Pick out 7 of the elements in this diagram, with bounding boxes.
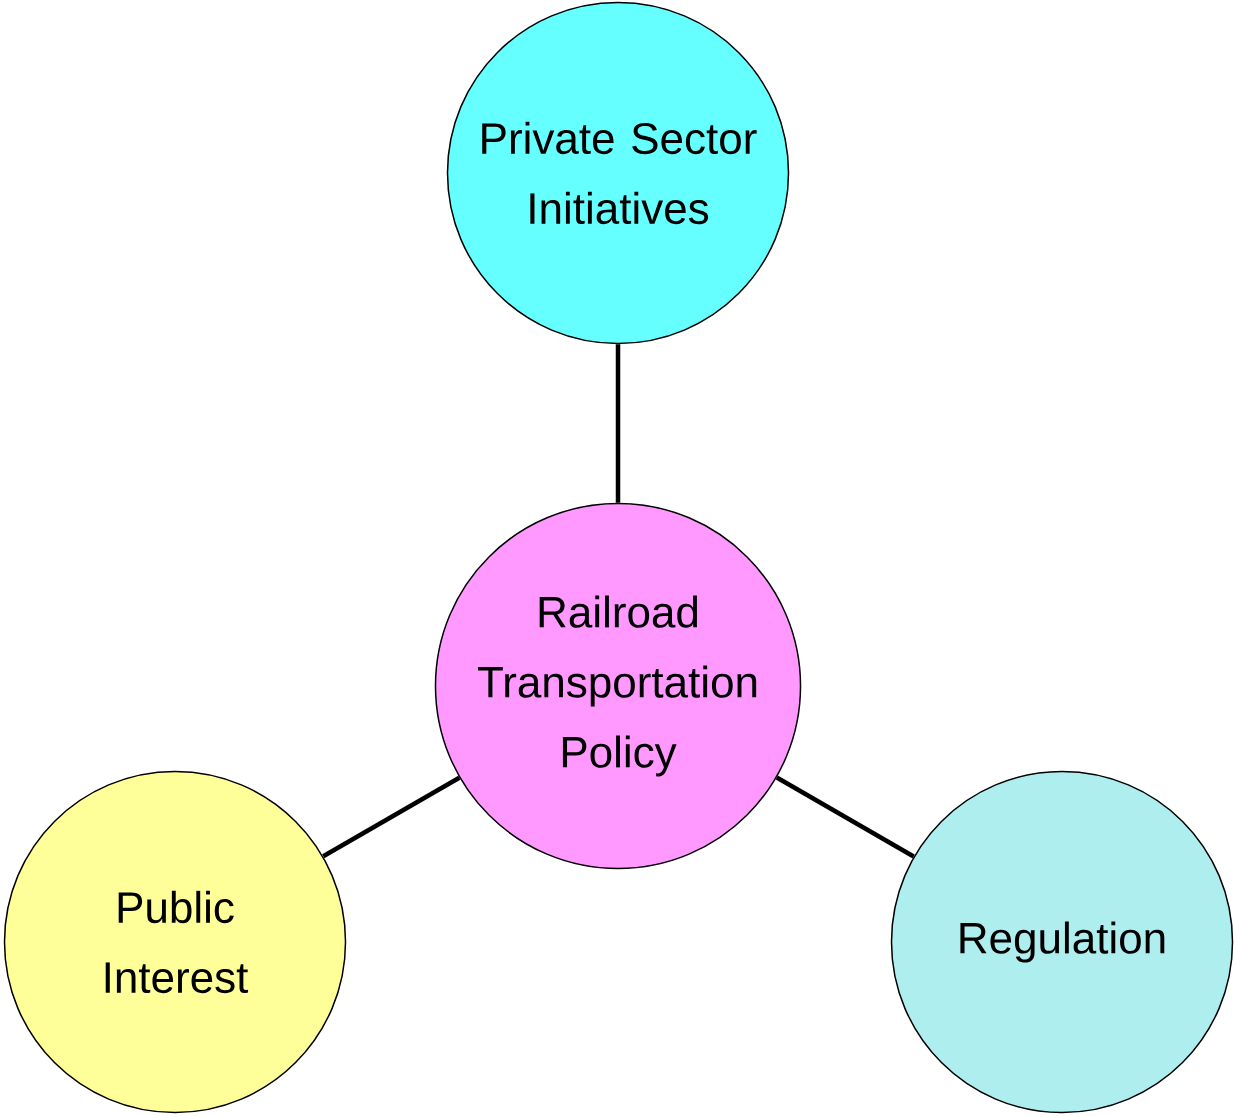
- connector-line: [775, 775, 915, 859]
- connector-line: [322, 775, 461, 859]
- connector-line: [615, 344, 621, 503]
- circle-node: Regulation: [890, 770, 1234, 1114]
- circle-node: Railroad Transportation Policy: [434, 502, 802, 870]
- circle-node: Public Interest: [3, 770, 347, 1114]
- circle-node: Private Sector Initiatives: [446, 1, 790, 345]
